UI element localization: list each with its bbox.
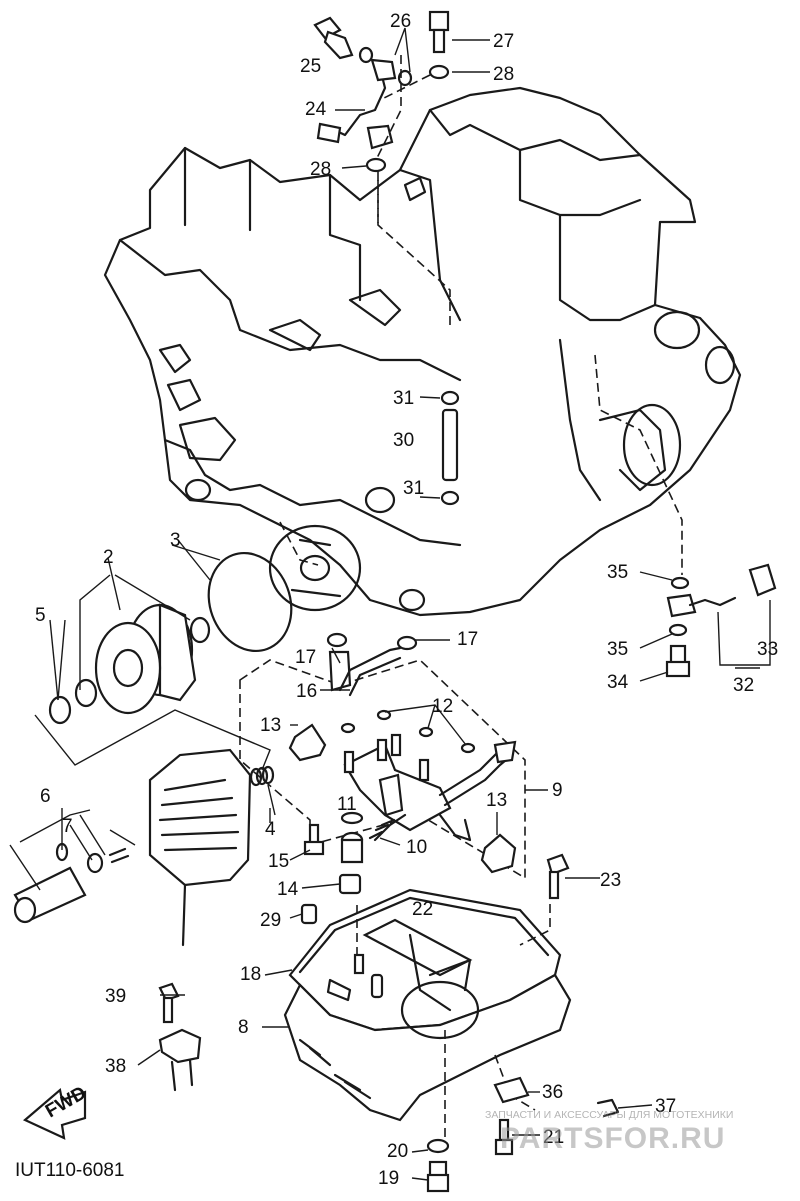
label-35a: 35 bbox=[607, 562, 628, 583]
label-17b: 17 bbox=[457, 629, 478, 650]
label-15: 15 bbox=[268, 851, 289, 872]
label-10: 10 bbox=[406, 837, 427, 858]
label-11: 11 bbox=[337, 794, 357, 815]
o-ring-31a bbox=[440, 390, 460, 406]
bolt-21 bbox=[494, 1118, 514, 1156]
label-13a: 13 bbox=[260, 715, 281, 736]
label-9: 9 bbox=[552, 780, 563, 801]
label-13b: 13 bbox=[486, 790, 507, 811]
clamp-37 bbox=[596, 1098, 620, 1118]
bolt-27 bbox=[428, 10, 450, 54]
seal-2b bbox=[74, 678, 98, 708]
damper-13a bbox=[288, 723, 327, 762]
oil-pan bbox=[283, 888, 572, 1140]
label-38: 38 bbox=[105, 1056, 126, 1077]
label-37: 37 bbox=[655, 1096, 676, 1117]
cover-38 bbox=[158, 1028, 202, 1064]
o-ring-26a bbox=[358, 46, 374, 64]
label-31b: 31 bbox=[403, 478, 424, 499]
label-33: 33 bbox=[757, 639, 778, 660]
label-3: 3 bbox=[170, 530, 181, 551]
label-30: 30 bbox=[393, 430, 414, 451]
oil-pipe-24 bbox=[316, 58, 397, 150]
label-19: 19 bbox=[378, 1168, 399, 1189]
label-39: 39 bbox=[105, 986, 126, 1007]
label-22: 22 bbox=[412, 899, 433, 920]
washer-20 bbox=[426, 1138, 450, 1154]
watermark-logo-text: PARTSFOR.RU bbox=[500, 1122, 725, 1155]
switch-34 bbox=[665, 644, 691, 678]
hose-10 bbox=[373, 813, 407, 842]
label-31a: 31 bbox=[393, 388, 414, 409]
cap-33 bbox=[748, 563, 777, 597]
label-17a: 17 bbox=[295, 647, 316, 668]
label-29: 29 bbox=[260, 910, 281, 931]
label-27: 27 bbox=[493, 31, 514, 52]
plug-29 bbox=[300, 903, 318, 925]
forward-arrow-icon: FWD bbox=[22, 1083, 90, 1140]
label-28b: 28 bbox=[310, 159, 331, 180]
bracket-36 bbox=[493, 1076, 530, 1104]
o-ring-11 bbox=[340, 811, 364, 825]
pan-fittings bbox=[158, 853, 620, 1193]
bolt-23 bbox=[546, 853, 570, 900]
drain-bolt-19 bbox=[426, 1160, 450, 1193]
label-20: 20 bbox=[387, 1141, 408, 1162]
o-ring-17b bbox=[396, 635, 418, 651]
part-number-labels: 26 27 25 28 24 28 31 30 31 3 2 35 5 17 1… bbox=[35, 11, 778, 1189]
watermark: ЗАПЧАСТИ И АКСЕССУАРЫ ДЛЯ МОТОТЕХНИКИ PA… bbox=[485, 1109, 733, 1155]
label-24: 24 bbox=[305, 99, 327, 120]
oil-pan-8 bbox=[283, 973, 572, 1122]
oil-filter-2 bbox=[94, 603, 197, 715]
label-5: 5 bbox=[35, 605, 46, 626]
damper-13b bbox=[480, 833, 517, 874]
label-18: 18 bbox=[240, 964, 261, 985]
label-6: 6 bbox=[40, 786, 51, 807]
oil-switch-lead-group bbox=[665, 563, 777, 678]
seal-2a bbox=[189, 616, 211, 644]
union-bolt-25 bbox=[313, 16, 354, 60]
label-21: 21 bbox=[543, 1127, 564, 1148]
label-32: 32 bbox=[733, 675, 754, 696]
label-4: 4 bbox=[265, 819, 276, 840]
washer-28a bbox=[428, 64, 450, 80]
label-28a: 28 bbox=[493, 64, 514, 85]
label-25: 25 bbox=[300, 56, 321, 77]
top-oil-pipe-assembly bbox=[313, 10, 450, 225]
bolt-15 bbox=[303, 823, 325, 856]
o-ring-26b bbox=[397, 69, 413, 87]
hose-16 bbox=[328, 646, 402, 697]
watermark-caption: ЗАПЧАСТИ И АКСЕССУАРЫ ДЛЯ МОТОТЕХНИКИ bbox=[485, 1109, 733, 1121]
collar-14 bbox=[338, 873, 362, 895]
oil-strainer-9 bbox=[343, 733, 517, 842]
bolt-39 bbox=[158, 982, 180, 1024]
oil-pipe-30-assembly bbox=[440, 390, 460, 506]
oil-strainer-assembly bbox=[239, 632, 526, 895]
filter-cover-1 bbox=[148, 748, 252, 947]
label-26: 26 bbox=[390, 11, 411, 32]
pipe-30 bbox=[441, 408, 459, 482]
washer-5 bbox=[48, 695, 72, 725]
label-14: 14 bbox=[277, 879, 299, 900]
leader-lines bbox=[57, 27, 673, 1181]
label-12: 12 bbox=[432, 696, 453, 717]
label-35b: 35 bbox=[607, 639, 628, 660]
oil-filter-group bbox=[48, 544, 293, 816]
diagram-code: IUT110-6081 bbox=[15, 1160, 125, 1181]
engine-crankcase bbox=[103, 74, 742, 617]
label-16: 16 bbox=[296, 681, 317, 702]
washer-35b bbox=[668, 623, 688, 637]
label-2: 2 bbox=[103, 547, 114, 568]
label-7: 7 bbox=[62, 816, 73, 837]
washer-35a bbox=[670, 576, 690, 590]
o-ring-3 bbox=[207, 551, 293, 653]
o-ring-31b bbox=[440, 490, 460, 506]
washer-28b bbox=[365, 157, 387, 173]
o-ring-17a bbox=[326, 632, 348, 648]
label-23: 23 bbox=[600, 870, 621, 891]
label-34: 34 bbox=[607, 672, 629, 693]
label-8: 8 bbox=[238, 1017, 249, 1038]
label-36: 36 bbox=[542, 1082, 563, 1103]
